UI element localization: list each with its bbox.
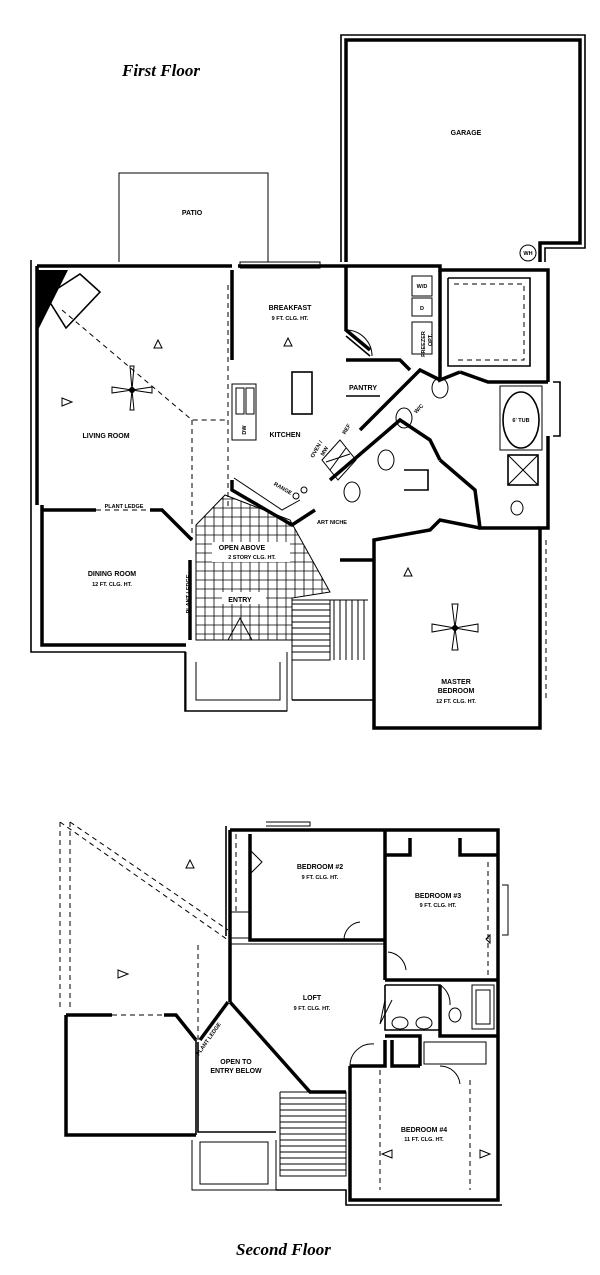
bedroom3-label: BEDROOM #3	[415, 893, 461, 900]
hall-bath	[384, 984, 498, 1066]
microwave-label: MW	[320, 445, 330, 457]
master-bath: 6' TUB W/C	[343, 277, 548, 530]
bedroom4-ceiling-label: 11 FT. CLG. HT.	[404, 1137, 444, 1143]
entry-below-label: ENTRY BELOW	[210, 1068, 262, 1075]
master-bedroom: MASTER BEDROOM 12 FT. CLG. HT.	[340, 518, 547, 705]
living-room-label: LIVING ROOM	[82, 433, 129, 440]
first-floor-title: First Floor	[121, 61, 200, 80]
patio: PATIO	[118, 172, 269, 262]
bedroom-4: BEDROOM #4 11 FT. CLG. HT.	[348, 1040, 492, 1190]
open-to-below-outline	[59, 821, 229, 1040]
range-label: RANGE	[272, 482, 292, 497]
bedroom-2: BEDROOM #2 9 FT. CLG. HT.	[185, 834, 385, 942]
garage: WH GARAGE	[340, 34, 586, 262]
second-floor-title: Second Floor	[236, 1240, 331, 1259]
wc-label: W/C	[413, 403, 425, 415]
bedroom-3: BEDROOM #3 9 FT. CLG. HT.	[383, 830, 498, 982]
loft: LOFT 9 FT. CLG. HT.	[228, 940, 393, 1025]
master-label: MASTER	[441, 679, 471, 686]
breakfast-label: BREAKFAST	[269, 305, 313, 312]
laundry-area: W/D D FREEZER OPT.	[411, 270, 461, 383]
fireplace	[38, 270, 102, 330]
first-floor-walls	[30, 260, 561, 730]
open-to-label: OPEN TO	[220, 1059, 252, 1066]
living-room: LIVING ROOM	[61, 285, 229, 540]
open-to-entry-below: PLANT LEDGE OPEN TO ENTRY BELOW	[191, 1000, 277, 1191]
art-niche-label: ART NICHE	[317, 520, 347, 526]
bedroom3-ceiling-label: 9 FT. CLG. HT.	[420, 903, 457, 909]
dining-ceiling-label: 12 FT. CLG. HT.	[92, 582, 132, 588]
tub-label: 6' TUB	[512, 418, 529, 424]
second-floor-stairs	[279, 1091, 347, 1177]
patio-label: PATIO	[182, 210, 203, 217]
freezer-label: FREEZER	[421, 331, 427, 357]
open-above-label: OPEN ABOVE	[219, 545, 266, 552]
plant-ledge-label-2: PLANT LEDGE	[186, 574, 192, 613]
breakfast-ceiling-label: 9 FT. CLG. HT.	[272, 316, 309, 322]
dining-room-label: DINING ROOM	[88, 571, 136, 578]
pantry-area: PANTRY	[328, 329, 442, 482]
open-above-height-label: 2 STORY CLG. HT.	[228, 555, 276, 561]
second-floor-void	[64, 1013, 198, 1137]
front-door	[185, 616, 288, 712]
master-ceiling-label: 12 FT. CLG. HT.	[436, 699, 476, 705]
dryer-label: D	[420, 306, 424, 312]
dining-room: PLANT LEDGE PLANT LEDGE DINING ROOM 12 F…	[40, 504, 194, 647]
entry-label: ENTRY	[228, 597, 252, 604]
loft-label: LOFT	[303, 995, 322, 1002]
refrigerator-label: REF	[342, 423, 353, 436]
ceiling-fan-icon	[111, 365, 153, 411]
bedroom2-ceiling-label: 9 FT. CLG. HT.	[302, 875, 339, 881]
pantry-label: PANTRY	[349, 385, 377, 392]
washer-dryer-label: W/D	[417, 284, 428, 290]
water-heater-label: WH	[523, 251, 532, 257]
garage-label: GARAGE	[451, 130, 482, 137]
kitchen-area: BREAKFAST 9 FT. CLG. HT. DW KITCHEN RANG…	[230, 261, 357, 528]
master-bedroom-label: BEDROOM	[438, 688, 475, 695]
ceiling-fan-icon	[431, 603, 479, 651]
bedroom2-label: BEDROOM #2	[297, 864, 343, 871]
optional-label: OPT.	[428, 333, 434, 346]
plant-ledge-label-1: PLANT LEDGE	[105, 504, 144, 510]
bedroom4-label: BEDROOM #4	[401, 1127, 447, 1134]
first-floor-stairs	[292, 599, 368, 661]
dishwasher-label: DW	[242, 425, 248, 435]
loft-ceiling-label: 9 FT. CLG. HT.	[294, 1006, 331, 1012]
kitchen-label: KITCHEN	[269, 432, 300, 439]
